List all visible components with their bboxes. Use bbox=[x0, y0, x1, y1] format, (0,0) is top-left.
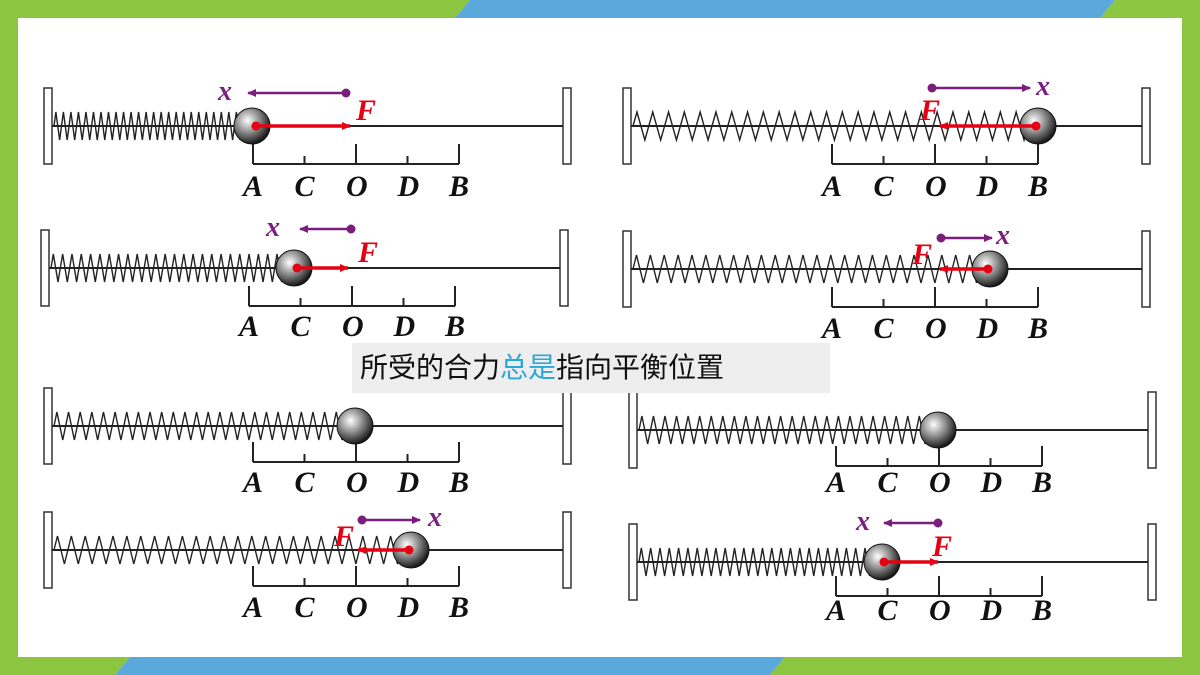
point-label-b: B bbox=[448, 591, 469, 624]
force-label: F bbox=[355, 94, 376, 127]
spring bbox=[632, 254, 981, 284]
right-wall bbox=[562, 87, 572, 165]
point-label-c: C bbox=[295, 170, 316, 203]
point-label-a: A bbox=[237, 310, 259, 343]
point-label-a: A bbox=[824, 594, 846, 627]
caption-highlight: 总是 bbox=[500, 351, 557, 384]
displacement-label: x bbox=[995, 220, 1010, 251]
caption-box: 所受的合力总是指向平衡位置 bbox=[352, 343, 830, 393]
point-label-d: D bbox=[976, 312, 999, 345]
point-label-d: D bbox=[393, 310, 416, 343]
point-label-b: B bbox=[1027, 312, 1048, 345]
point-label-d: D bbox=[980, 594, 1003, 627]
ball bbox=[919, 411, 957, 449]
spring bbox=[53, 411, 346, 441]
displacement-label: x bbox=[265, 212, 280, 243]
point-label-c: C bbox=[874, 312, 895, 345]
point-label-o: O bbox=[925, 170, 947, 203]
ball bbox=[336, 407, 374, 445]
force-label: F bbox=[911, 238, 932, 271]
right-wall bbox=[1147, 523, 1157, 601]
caption-text-part1: 所受的合力 bbox=[360, 351, 501, 384]
point-label-a: A bbox=[820, 170, 842, 203]
left-wall bbox=[622, 230, 632, 308]
left-wall bbox=[43, 511, 53, 589]
point-label-d: D bbox=[397, 591, 420, 624]
point-label-b: B bbox=[448, 466, 469, 499]
displacement-label: x bbox=[427, 502, 442, 533]
left-wall bbox=[628, 391, 638, 469]
point-label-a: A bbox=[241, 591, 263, 624]
point-label-a: A bbox=[241, 170, 263, 203]
point-label-d: D bbox=[397, 466, 420, 499]
left-wall bbox=[40, 229, 50, 307]
point-label-a: A bbox=[241, 466, 263, 499]
point-label-b: B bbox=[1031, 466, 1052, 499]
left-wall bbox=[43, 87, 53, 165]
force-label: F bbox=[919, 94, 940, 127]
point-label-o: O bbox=[925, 312, 947, 345]
force-label: F bbox=[931, 530, 952, 563]
displacement-label: x bbox=[855, 506, 870, 537]
spring bbox=[53, 535, 402, 565]
point-label-d: D bbox=[976, 170, 999, 203]
displacement-label: x bbox=[217, 76, 232, 107]
spring bbox=[50, 253, 285, 283]
spring bbox=[638, 415, 929, 445]
point-label-b: B bbox=[444, 310, 465, 343]
point-label-o: O bbox=[346, 466, 368, 499]
point-label-c: C bbox=[878, 594, 899, 627]
point-label-b: B bbox=[1027, 170, 1048, 203]
point-label-o: O bbox=[346, 591, 368, 624]
left-wall bbox=[43, 387, 53, 465]
displacement-label: x bbox=[1035, 71, 1050, 102]
point-label-a: A bbox=[820, 312, 842, 345]
right-wall bbox=[1141, 230, 1151, 308]
right-wall bbox=[1147, 391, 1157, 469]
force-label: F bbox=[333, 520, 354, 553]
force-label: F bbox=[357, 236, 378, 269]
point-label-c: C bbox=[291, 310, 312, 343]
point-label-c: C bbox=[878, 466, 899, 499]
spring bbox=[632, 109, 1029, 143]
point-label-c: C bbox=[295, 591, 316, 624]
point-label-c: C bbox=[874, 170, 895, 203]
point-label-b: B bbox=[448, 170, 469, 203]
spring bbox=[638, 547, 873, 577]
point-label-d: D bbox=[980, 466, 1003, 499]
caption-text-part2: 指向平衡位置 bbox=[556, 351, 725, 384]
right-wall bbox=[562, 387, 572, 465]
right-wall bbox=[562, 511, 572, 589]
spring bbox=[53, 111, 243, 141]
right-wall bbox=[1141, 87, 1151, 165]
point-label-o: O bbox=[929, 466, 951, 499]
left-wall bbox=[622, 87, 632, 165]
point-label-a: A bbox=[824, 466, 846, 499]
point-label-o: O bbox=[929, 594, 951, 627]
left-wall bbox=[628, 523, 638, 601]
right-wall bbox=[559, 229, 569, 307]
point-label-c: C bbox=[295, 466, 316, 499]
point-label-o: O bbox=[346, 170, 368, 203]
point-label-b: B bbox=[1031, 594, 1052, 627]
point-label-o: O bbox=[342, 310, 364, 343]
point-label-d: D bbox=[397, 170, 420, 203]
